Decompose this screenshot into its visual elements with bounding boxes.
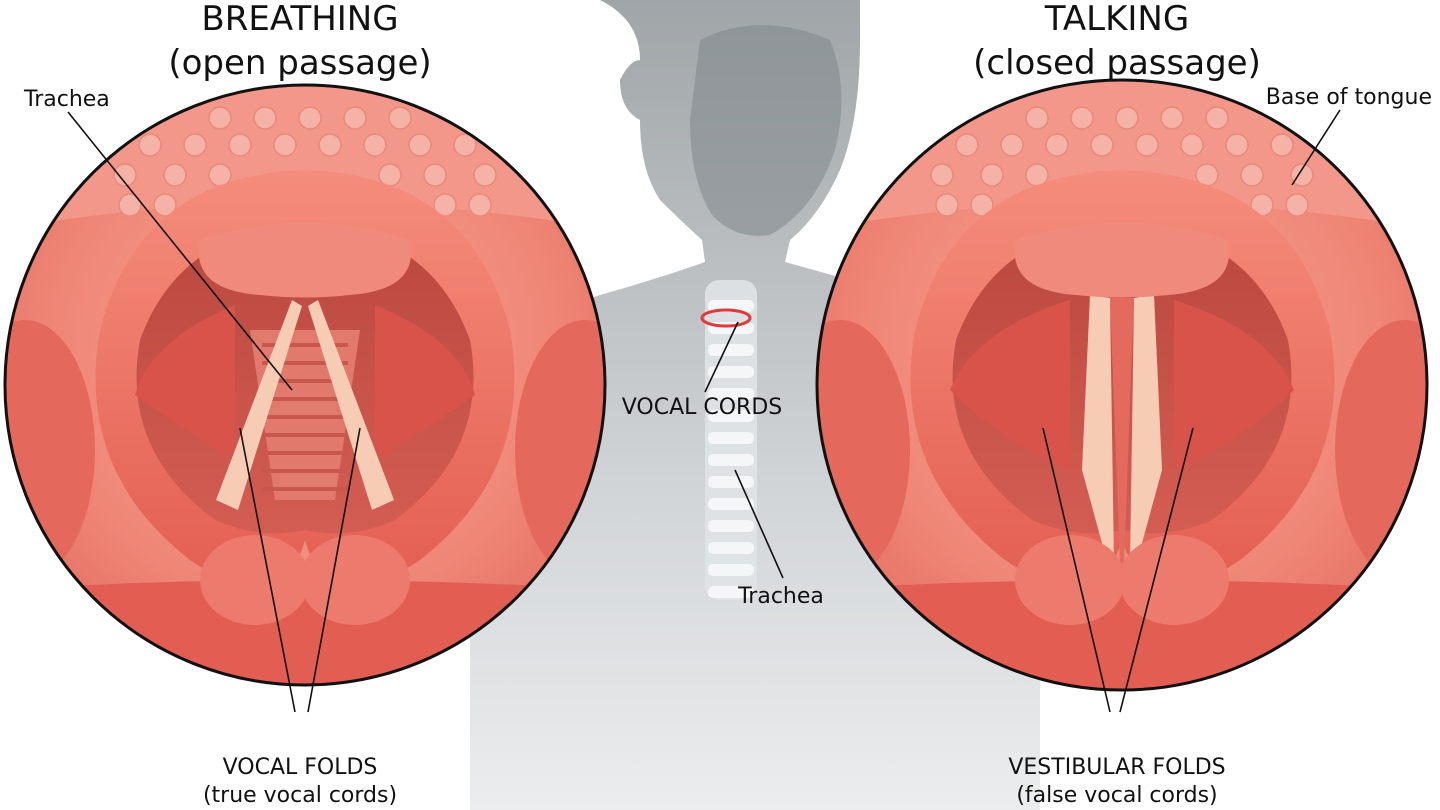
tongue-papilla xyxy=(1240,163,1264,187)
trachea-label-center: Trachea xyxy=(737,584,824,609)
tongue-papilla xyxy=(1180,133,1204,157)
trachea-ring xyxy=(708,476,754,488)
tongue-papilla xyxy=(433,193,457,217)
tongue-papilla xyxy=(343,106,367,130)
tongue-papilla xyxy=(1025,106,1049,130)
breathing-title: BREATHING xyxy=(201,0,398,39)
trachea-ring xyxy=(708,564,754,576)
tongue-papilla xyxy=(408,133,432,157)
vocal-cords-ring xyxy=(700,308,752,328)
talking-subtitle: (closed passage) xyxy=(973,43,1261,83)
tongue-papilla xyxy=(273,133,297,157)
vocal-cords-label: VOCAL CORDS xyxy=(622,395,783,420)
trachea-ring xyxy=(708,454,754,466)
tongue-papilla xyxy=(1090,133,1114,157)
leader-vocal-cords-center xyxy=(704,321,739,393)
trachea-ring xyxy=(708,542,754,554)
talking-title: TALKING xyxy=(1044,0,1189,39)
tongue-papilla xyxy=(388,106,412,130)
talking-larynx-view xyxy=(815,78,1429,692)
breathing-subtitle: (open passage) xyxy=(168,43,431,83)
trachea-ring xyxy=(708,366,754,378)
tongue-papilla xyxy=(1115,106,1139,130)
vestibular-folds-sublabel: (false vocal cords) xyxy=(1016,783,1217,808)
tongue-papilla xyxy=(363,133,387,157)
tongue-papilla xyxy=(473,163,497,187)
tongue-papilla xyxy=(153,193,177,217)
trachea-ring xyxy=(708,344,754,356)
tongue-papilla xyxy=(423,163,447,187)
vocal-folds-sublabel: (true vocal cords) xyxy=(203,783,397,808)
vestibular-folds-label: VESTIBULAR FOLDS xyxy=(1008,755,1225,780)
tongue-papilla xyxy=(930,163,954,187)
tongue-papilla xyxy=(1045,133,1069,157)
vocal-folds-label: VOCAL FOLDS xyxy=(223,755,378,780)
tongue-papilla xyxy=(970,193,994,217)
trachea-ring xyxy=(708,432,754,444)
tongue-papilla xyxy=(118,193,142,217)
tongue-papilla xyxy=(298,106,322,130)
trachea-ring xyxy=(708,388,754,400)
base-of-tongue-label: Base of tongue xyxy=(1266,85,1432,110)
tongue-papilla xyxy=(1135,133,1159,157)
tongue-papilla xyxy=(208,163,232,187)
tongue-papilla xyxy=(980,163,1004,187)
tongue-papilla xyxy=(1285,193,1309,217)
trachea-label-left: Trachea xyxy=(23,87,110,112)
tongue-papilla xyxy=(163,163,187,187)
tongue-papilla xyxy=(1225,133,1249,157)
tongue-papilla xyxy=(453,133,477,157)
trachea-ring xyxy=(708,520,754,532)
tongue-papilla xyxy=(1070,106,1094,130)
leader-trachea-center xyxy=(734,469,784,579)
trachea-column xyxy=(705,280,757,600)
tongue-papilla xyxy=(935,193,959,217)
leader-vocal-fold-left-b xyxy=(307,427,361,713)
leader-vestibular-a xyxy=(1042,427,1111,713)
trachea-ring xyxy=(708,410,754,422)
tongue-papilla xyxy=(138,133,162,157)
trachea-ring xyxy=(708,498,754,510)
tongue-papilla xyxy=(1000,133,1024,157)
tongue-papilla xyxy=(113,163,137,187)
tongue-papilla xyxy=(318,133,342,157)
tongue-papilla xyxy=(1205,106,1229,130)
tongue-papilla xyxy=(228,133,252,157)
tongue-papilla xyxy=(208,106,232,130)
leader-vocal-fold-left-a xyxy=(239,427,296,713)
tongue-papilla xyxy=(183,133,207,157)
trachea-ring xyxy=(708,586,754,598)
leader-lines xyxy=(67,109,1341,713)
tongue-papilla xyxy=(253,106,277,130)
tongue-papilla xyxy=(955,133,979,157)
leader-vestibular-b xyxy=(1119,427,1194,713)
tongue-papilla xyxy=(468,193,492,217)
leader-trachea-left xyxy=(67,111,293,391)
tongue-papilla xyxy=(1290,163,1314,187)
leader-base-of-tongue xyxy=(1291,109,1341,186)
tongue-papilla xyxy=(1270,133,1294,157)
tongue-papilla xyxy=(1160,106,1184,130)
tongue-papilla xyxy=(378,163,402,187)
